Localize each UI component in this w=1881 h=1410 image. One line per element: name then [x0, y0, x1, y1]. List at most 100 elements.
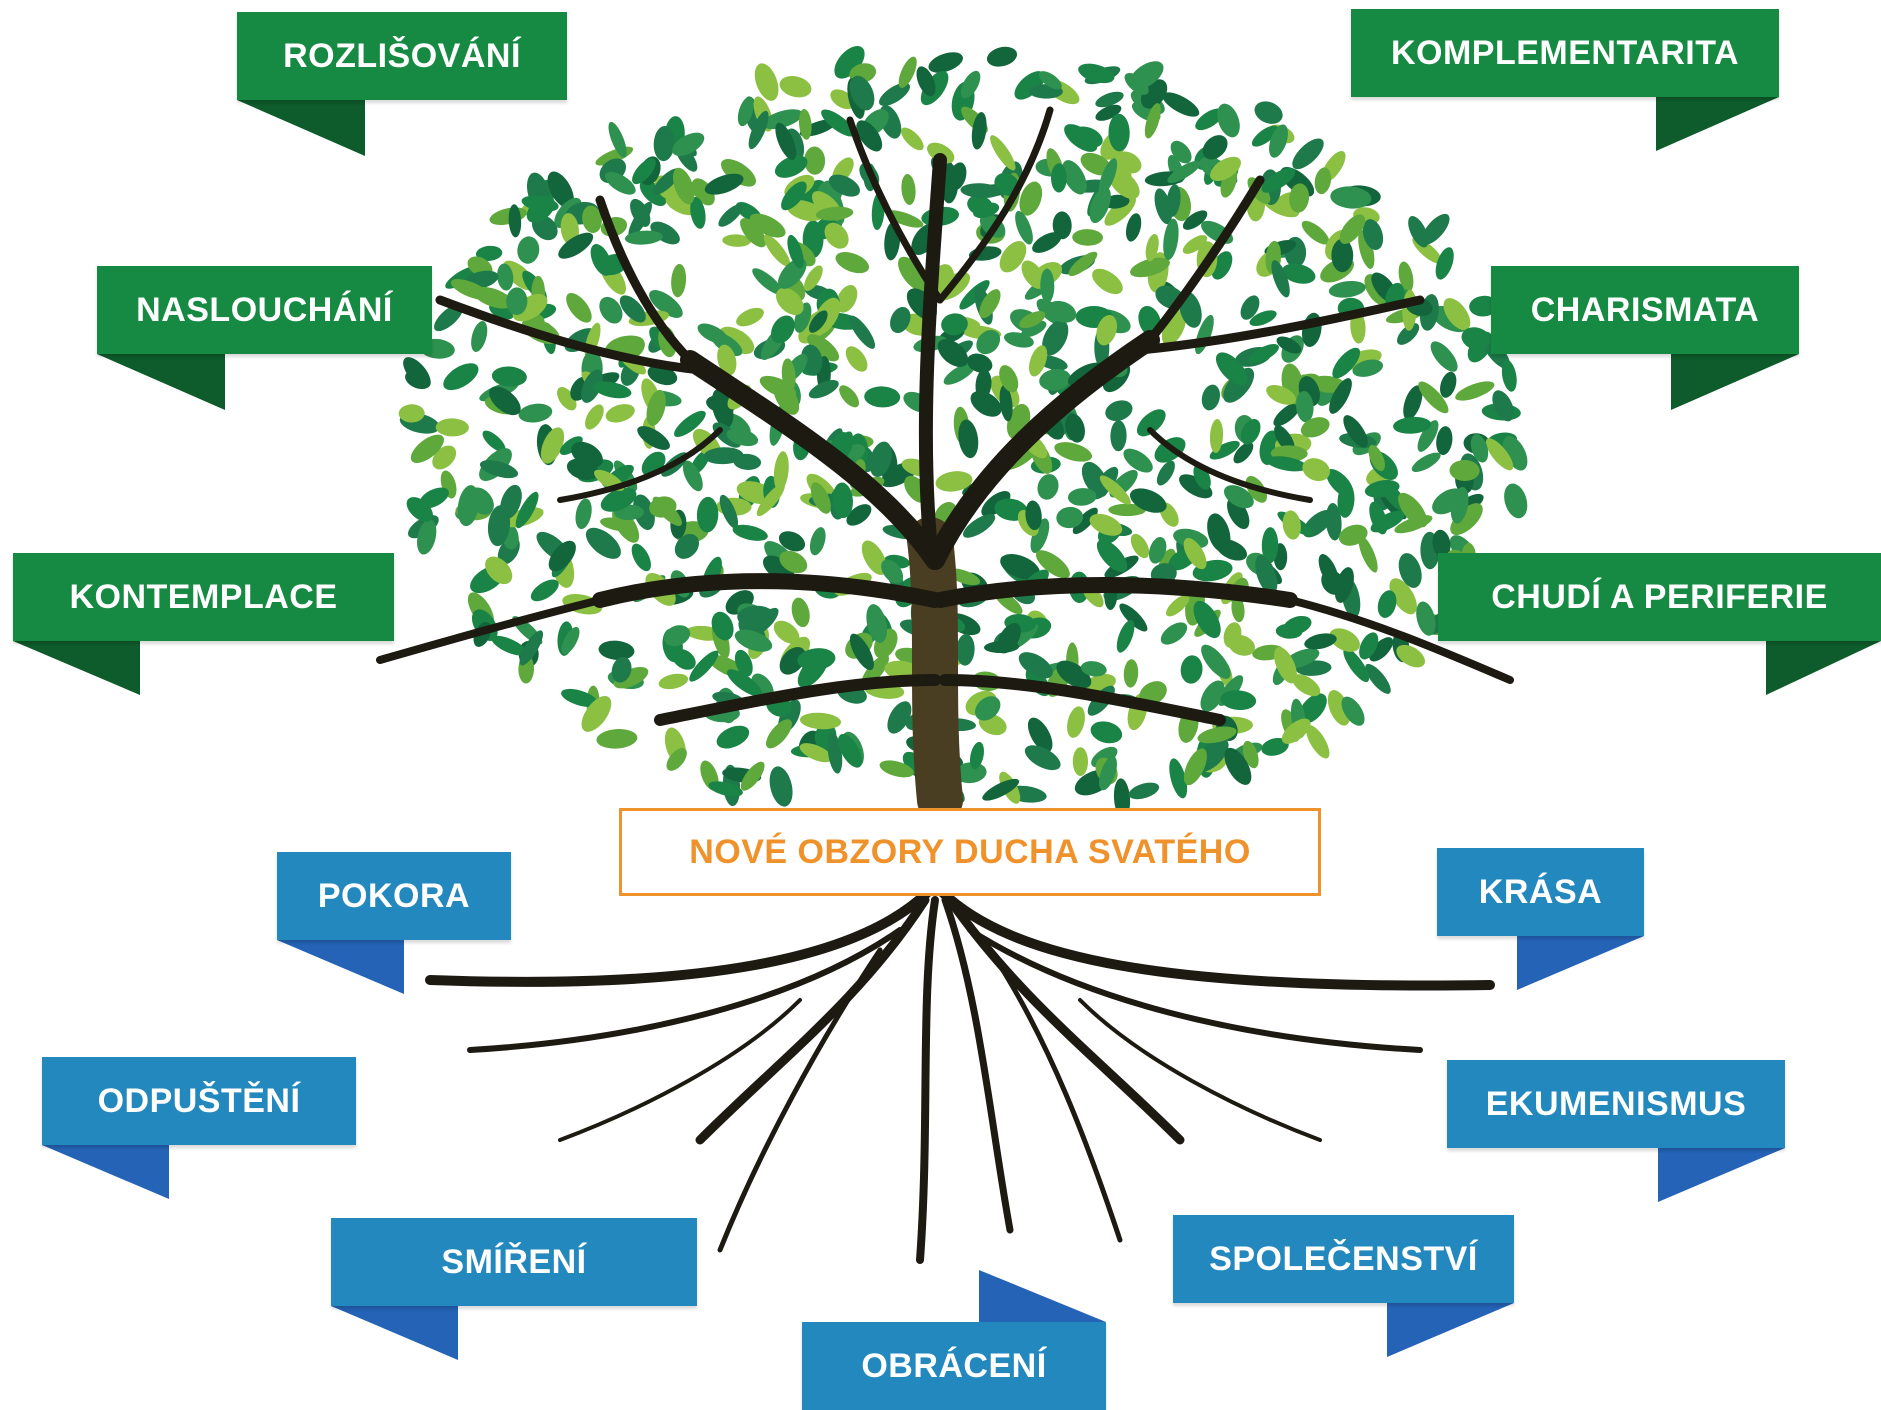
- leaf: [497, 263, 514, 291]
- leaf: [485, 556, 513, 585]
- leaf: [1298, 693, 1327, 724]
- leaf: [672, 167, 695, 205]
- leaf: [1095, 104, 1122, 121]
- leaf: [1261, 527, 1279, 564]
- leaf: [500, 484, 522, 519]
- leaf: [861, 540, 887, 575]
- leaf: [754, 63, 779, 101]
- ribbon-fold: [331, 1306, 458, 1360]
- leaf: [748, 110, 769, 150]
- leaf: [566, 292, 592, 323]
- leaf: [1435, 247, 1454, 280]
- leaf: [943, 362, 976, 385]
- leaf: [774, 155, 808, 178]
- leaf: [1096, 539, 1128, 573]
- leaf: [1136, 409, 1166, 437]
- leaf: [682, 460, 703, 492]
- leaf: [976, 330, 1001, 355]
- leaf: [1167, 160, 1201, 184]
- leaf: [1398, 553, 1422, 588]
- leaf: [1125, 213, 1142, 242]
- leaf: [1156, 460, 1175, 486]
- leaf: [771, 315, 795, 344]
- leaf: [435, 418, 469, 437]
- center-title-box: NOVÉ OBZORY DUCHA SVATÉHO: [619, 808, 1321, 896]
- leaf: [611, 656, 632, 683]
- leaf: [982, 778, 1020, 801]
- leaf: [1240, 418, 1261, 445]
- leaf: [1411, 452, 1441, 473]
- leaf: [809, 527, 826, 556]
- leaf: [605, 404, 635, 423]
- ribbon-label: NASLOUCHÁNÍ: [97, 266, 432, 354]
- leaf: [720, 159, 757, 187]
- leaf: [1201, 384, 1221, 411]
- leaf: [974, 696, 1001, 721]
- leaf: [879, 82, 910, 106]
- leaf: [593, 381, 632, 399]
- leaf: [1130, 257, 1170, 278]
- leaf: [1248, 344, 1279, 364]
- ribbon-nasloucháni: NASLOUCHÁNÍ: [97, 266, 432, 410]
- leaf: [1054, 442, 1093, 462]
- leaf: [631, 543, 651, 572]
- leaf: [1209, 440, 1240, 460]
- leaf: [1068, 251, 1098, 277]
- ribbon-ekumenismus: EKUMENISMUS: [1447, 1060, 1785, 1202]
- leaf: [1029, 345, 1048, 377]
- leaf: [775, 122, 797, 161]
- leaf: [1403, 385, 1423, 420]
- tree-canopy: [398, 46, 1528, 819]
- leaf: [649, 496, 677, 518]
- leaf: [468, 487, 494, 515]
- leaf: [708, 781, 743, 797]
- leaf: [1271, 260, 1290, 298]
- leaf: [1393, 416, 1432, 434]
- leaf: [1183, 748, 1207, 786]
- leaf: [443, 363, 479, 391]
- leaf: [1080, 661, 1107, 677]
- leaf: [779, 76, 812, 98]
- leaf: [1273, 402, 1301, 427]
- leaf: [1362, 219, 1384, 251]
- leaf: [1296, 390, 1314, 423]
- leaf: [1329, 628, 1360, 652]
- leaf: [658, 673, 689, 690]
- leaf: [608, 121, 627, 158]
- ribbon-fold: [237, 100, 365, 156]
- leaf: [835, 252, 870, 274]
- leaf: [1148, 536, 1167, 564]
- ribbon-smireni: SMÍŘENÍ: [331, 1218, 697, 1360]
- leaf: [1304, 633, 1337, 650]
- leaf: [962, 514, 996, 538]
- leaf: [1202, 135, 1228, 160]
- leaf: [1047, 300, 1077, 323]
- leaf: [1417, 420, 1439, 452]
- ribbon-label: KRÁSA: [1437, 848, 1644, 936]
- ribbon-label: SPOLEČENSTVÍ: [1173, 1215, 1514, 1303]
- ribbon-label: CHARISMATA: [1491, 266, 1799, 354]
- leaf: [807, 334, 840, 362]
- leaf: [986, 46, 1018, 67]
- leaf: [1042, 319, 1069, 356]
- leaf: [975, 369, 992, 400]
- leaf: [434, 304, 464, 332]
- leaf: [1301, 220, 1330, 245]
- leaf: [672, 132, 705, 156]
- leaf: [1209, 419, 1224, 453]
- leaf: [1330, 186, 1372, 209]
- leaf: [596, 729, 638, 749]
- leaf: [1255, 554, 1278, 595]
- leaf: [561, 688, 598, 707]
- leaf: [1418, 381, 1449, 414]
- leaf: [624, 230, 663, 245]
- leaf: [1314, 167, 1332, 195]
- leaf: [406, 497, 433, 522]
- leaf: [666, 747, 687, 771]
- leaf: [1343, 415, 1368, 448]
- leaf: [1027, 717, 1053, 753]
- ribbon-fold: [1671, 354, 1799, 410]
- leaf: [849, 633, 874, 671]
- leaf: [489, 386, 521, 416]
- leaf: [653, 126, 675, 162]
